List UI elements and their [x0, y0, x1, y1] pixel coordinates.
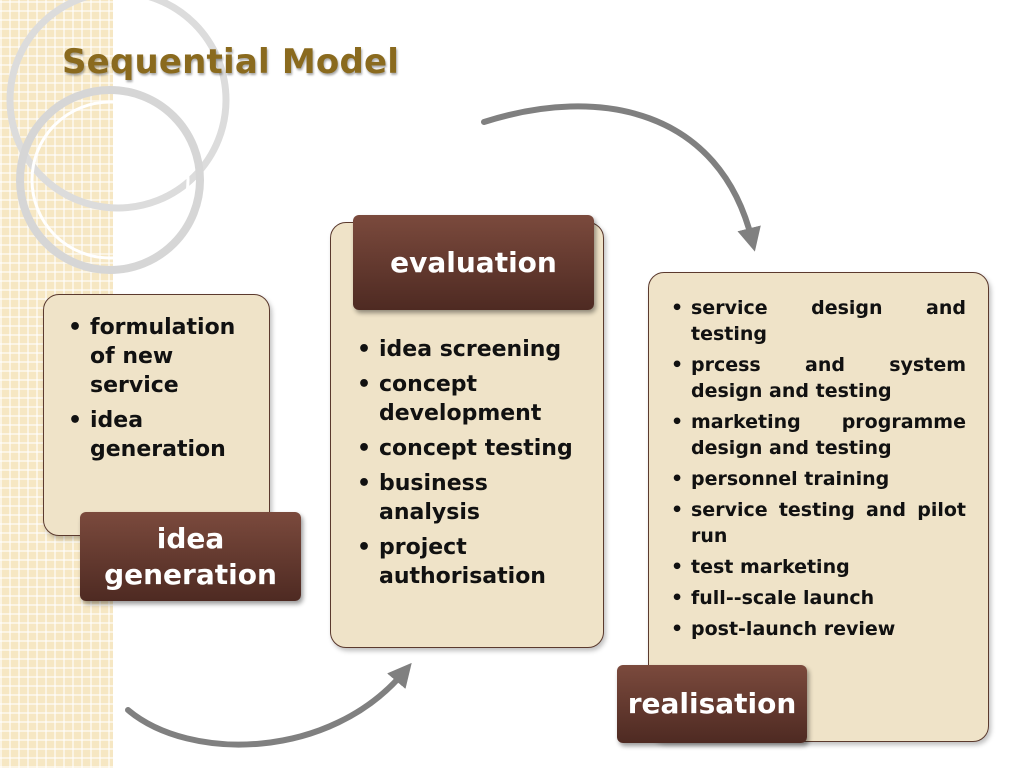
list-item: marketing programme design and testing [671, 409, 966, 461]
stage-label-idea-generation: idea generation [80, 512, 301, 601]
list-item: test marketing [671, 554, 966, 580]
list-item: full--scale launch [671, 585, 966, 611]
list-item: service design and testing [671, 295, 966, 347]
list-item: idea screening [357, 335, 589, 364]
stage-list: idea screening concept development conce… [357, 335, 589, 591]
stage-label-evaluation: evaluation [353, 215, 594, 310]
stage-label-realisation: realisation [617, 665, 807, 743]
list-item: project authorisation [357, 533, 589, 591]
list-item: prcess and system design and testing [671, 352, 966, 404]
list-item: idea generation [68, 406, 257, 464]
stage-list: service design and testing prcess and sy… [671, 295, 966, 642]
list-item: service testing and pilot run [671, 497, 966, 549]
list-item: formulation of new service [68, 313, 257, 400]
stage-list: formulation of new service idea generati… [68, 313, 257, 464]
arrow-bottom [125, 662, 412, 748]
stage-card-realisation: service design and testing prcess and sy… [648, 272, 989, 742]
list-item: concept testing [357, 434, 589, 463]
list-item: personnel training [671, 466, 966, 492]
page-title: Sequential Model [62, 42, 400, 82]
decorative-circles [6, 0, 230, 274]
list-item: concept development [357, 370, 589, 428]
list-item: post-launch review [671, 616, 966, 642]
list-item: business analysis [357, 469, 589, 527]
stage-card-idea-generation: formulation of new service idea generati… [43, 294, 270, 536]
